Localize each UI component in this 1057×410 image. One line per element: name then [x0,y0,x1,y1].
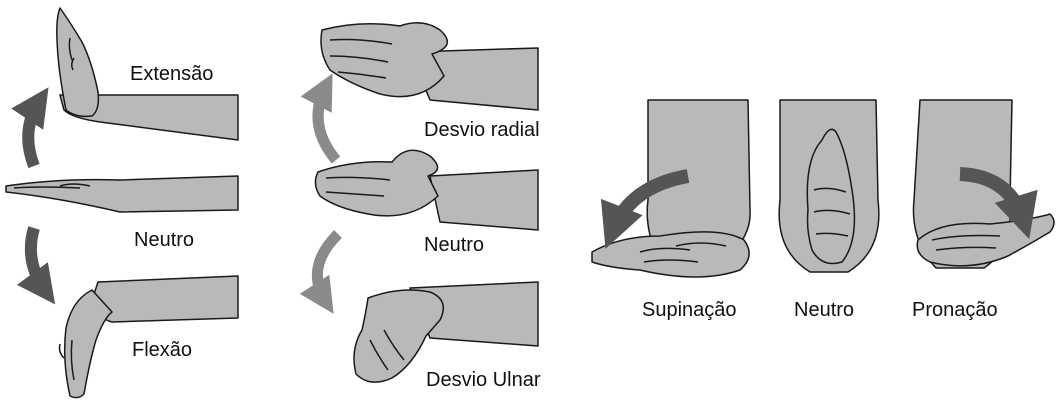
label-neutral-flexion: Neutro [134,230,194,250]
ulnar-deviation-arrow [317,234,338,302]
deviation-panel [315,23,538,382]
radial-deviation-arrow [318,86,336,160]
label-radial-deviation: Desvio radial [424,120,540,140]
label-ulnar-deviation: Desvio Ulnar [426,370,540,390]
hand-neutral-flexion [6,176,238,212]
hand-supination [592,100,750,277]
label-pronation: Pronação [912,300,998,320]
label-extension: Extensão [130,64,213,84]
flexion-arrow [31,228,46,292]
hand-neutral-rotation [779,100,879,272]
hand-flexion [60,276,239,398]
label-neutral-rotation: Neutro [794,300,854,320]
hand-neutral-deviation [315,150,538,230]
hand-ulnar-deviation [354,282,538,382]
hand-radial-deviation [321,23,538,110]
label-supination: Supinação [642,300,737,320]
rotation-panel [592,100,1054,277]
extension-arrow [28,100,40,166]
label-flexion: Flexão [132,340,192,360]
label-neutral-deviation: Neutro [424,235,484,255]
